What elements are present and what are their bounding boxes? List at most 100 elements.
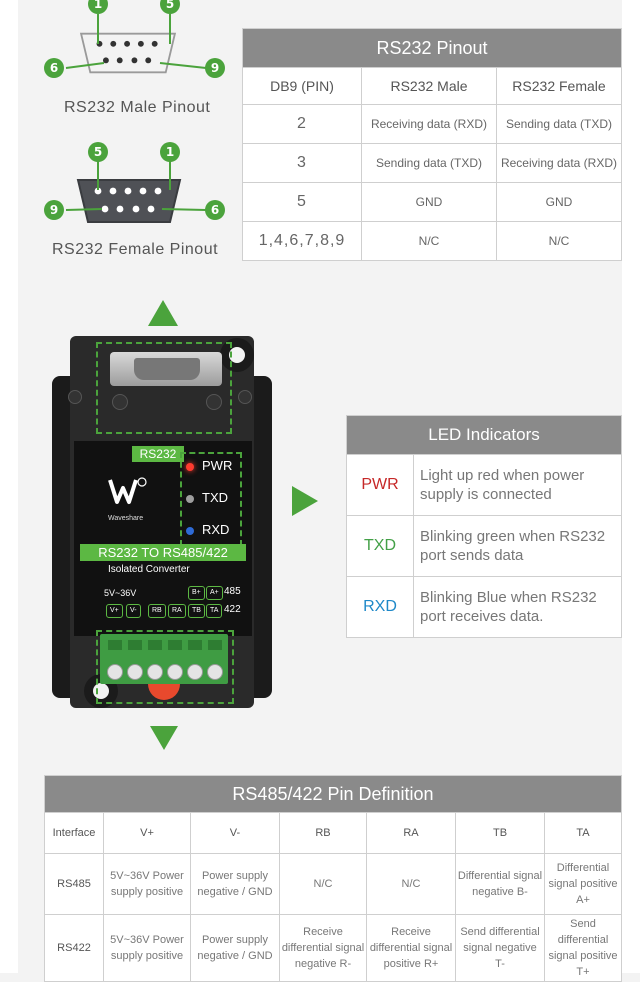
terminal-highlight	[96, 630, 234, 704]
table-cell: Power supply negative / GND	[190, 914, 280, 982]
def-col-vplus: V+	[103, 812, 191, 854]
terminal-screw-icon	[187, 664, 203, 680]
male-function: N/C	[361, 221, 497, 261]
converter-device: RS232 Waveshare PWR TXD RXD RS232 TO RS4…	[52, 336, 274, 708]
arrow-up-icon	[148, 300, 178, 326]
terminal-screw-icon	[167, 664, 183, 680]
led-rxd: RXD	[186, 521, 256, 541]
female-pin-9-badge: 9	[44, 200, 64, 220]
brand-name: Waveshare	[108, 515, 144, 522]
screw-icon	[112, 394, 128, 410]
terminal-screw-icon	[207, 664, 223, 680]
led-pwr: PWR	[186, 457, 256, 477]
pin-label-rb: RB	[148, 604, 166, 618]
female-pin-6-badge: 6	[205, 200, 225, 220]
terminal-screw-icon	[127, 664, 143, 680]
definition-table-title: RS485/422 Pin Definition	[44, 775, 622, 813]
pin-number: 3	[242, 143, 362, 183]
def-col-interface: Interface	[44, 812, 104, 854]
voltage-label: 5V~36V	[104, 588, 137, 598]
female-pin-5-badge: 5	[88, 142, 108, 162]
led-table-title: LED Indicators	[346, 415, 622, 455]
male-pin-9-badge: 9	[205, 58, 225, 78]
table-row: RS485 5V~36V Power supply positive Power…	[44, 853, 622, 915]
db9-male-shape	[79, 32, 177, 74]
left-margin	[0, 0, 18, 973]
pin-label-tb: TB	[188, 604, 205, 618]
arrow-down-icon	[150, 726, 178, 750]
din-rail-clip	[148, 684, 180, 700]
table-row: 3 Sending data (TXD) Receiving data (RXD…	[242, 143, 622, 183]
terminal-screw-icon	[107, 664, 123, 680]
rs232-port-label: RS232	[132, 446, 184, 462]
table-cell: Differential signal negative B-	[455, 853, 545, 915]
def-col-vminus: V-	[190, 812, 280, 854]
female-pin-lines	[65, 160, 207, 211]
def-col-ta: TA	[544, 812, 622, 854]
row-485-label: 485	[224, 586, 241, 597]
female-function: Receiving data (RXD)	[496, 143, 622, 183]
terminal-screw-icon	[147, 664, 163, 680]
table-row: TXD Blinking green when RS232 port sends…	[346, 515, 622, 577]
pin-label-ta: TA	[206, 604, 223, 618]
table-cell: Power supply negative / GND	[190, 853, 280, 915]
pin-label-a: A+	[206, 586, 223, 600]
pin-number: 1,4,6,7,8,9	[242, 221, 362, 261]
terminal-block	[100, 634, 228, 684]
pin-label-vminus: V-	[126, 604, 141, 618]
female-function: N/C	[496, 221, 622, 261]
table-row: 1,4,6,7,8,9 N/C N/C	[242, 221, 622, 261]
pin-number: 2	[242, 104, 362, 144]
table-cell: Send differential signal negative T-	[455, 914, 545, 982]
led-description: Light up red when power supply is connec…	[413, 454, 622, 516]
rs485-422-definition-table: RS485/422 Pin Definition Interface V+ V-…	[44, 775, 622, 982]
led-description: Blinking green when RS232 port sends dat…	[413, 515, 622, 577]
female-pinout-label: RS232 Female Pinout	[52, 241, 219, 258]
pinout-table-title: RS232 Pinout	[242, 28, 622, 68]
rxd-led-icon	[186, 527, 194, 535]
screw-icon	[68, 390, 82, 404]
male-function: Sending data (TXD)	[361, 143, 497, 183]
male-pin-lines	[65, 14, 207, 69]
table-cell: 5V~36V Power supply positive	[103, 914, 191, 982]
male-pin-6-badge: 6	[44, 58, 64, 78]
female-connector: 5 1 9 6 RS232 Female Pinout	[40, 140, 240, 265]
table-row: PWR Light up red when power supply is co…	[346, 454, 622, 516]
led-name: PWR	[346, 454, 414, 516]
table-row: 5 GND GND	[242, 182, 622, 222]
table-cell: Differential signal positive A+	[544, 853, 622, 915]
table-cell: N/C	[279, 853, 367, 915]
table-cell: Send differential signal positive T+	[544, 914, 622, 982]
def-col-tb: TB	[455, 812, 545, 854]
male-pin-1-badge: 1	[88, 0, 108, 14]
table-cell: Receive differential signal positive R+	[366, 914, 456, 982]
led-name: TXD	[346, 515, 414, 577]
interface-name: RS422	[44, 914, 104, 982]
device-title: RS232 TO RS485/422	[80, 544, 246, 561]
table-row: 2 Receiving data (RXD) Sending data (TXD…	[242, 104, 622, 144]
led-rxd-label: RXD	[202, 522, 230, 537]
table-row: RXD Blinking Blue when RS232 port receiv…	[346, 576, 622, 638]
pin-label-vplus: V+	[106, 604, 123, 618]
db9-female-shape	[76, 179, 182, 223]
table-row: RS422 5V~36V Power supply positive Power…	[44, 914, 622, 982]
led-pwr-label: PWR	[202, 458, 233, 473]
male-connector: 1 5 6 9 RS232 Male Pinout	[40, 0, 240, 125]
screw-icon	[238, 390, 252, 404]
female-function: GND	[496, 182, 622, 222]
txd-led-icon	[186, 495, 194, 503]
pin-number: 5	[242, 182, 362, 222]
db9-port-shell	[134, 358, 200, 380]
led-txd-label: TXD	[202, 490, 228, 505]
table-cell: N/C	[366, 853, 456, 915]
def-col-ra: RA	[366, 812, 456, 854]
pin-label-b: B+	[188, 586, 205, 600]
pwr-led-icon	[186, 463, 194, 471]
right-margin	[622, 0, 640, 973]
male-pin-5-badge: 5	[160, 0, 180, 14]
female-function: Sending data (TXD)	[496, 104, 622, 144]
waveshare-logo-icon	[108, 477, 147, 504]
rs232-pinout-table: RS232 Pinout DB9 (PIN) RS232 Male RS232 …	[242, 28, 622, 261]
mount-ear-top	[220, 338, 254, 372]
pinout-header-row: DB9 (PIN) RS232 Male RS232 Female	[242, 67, 622, 105]
